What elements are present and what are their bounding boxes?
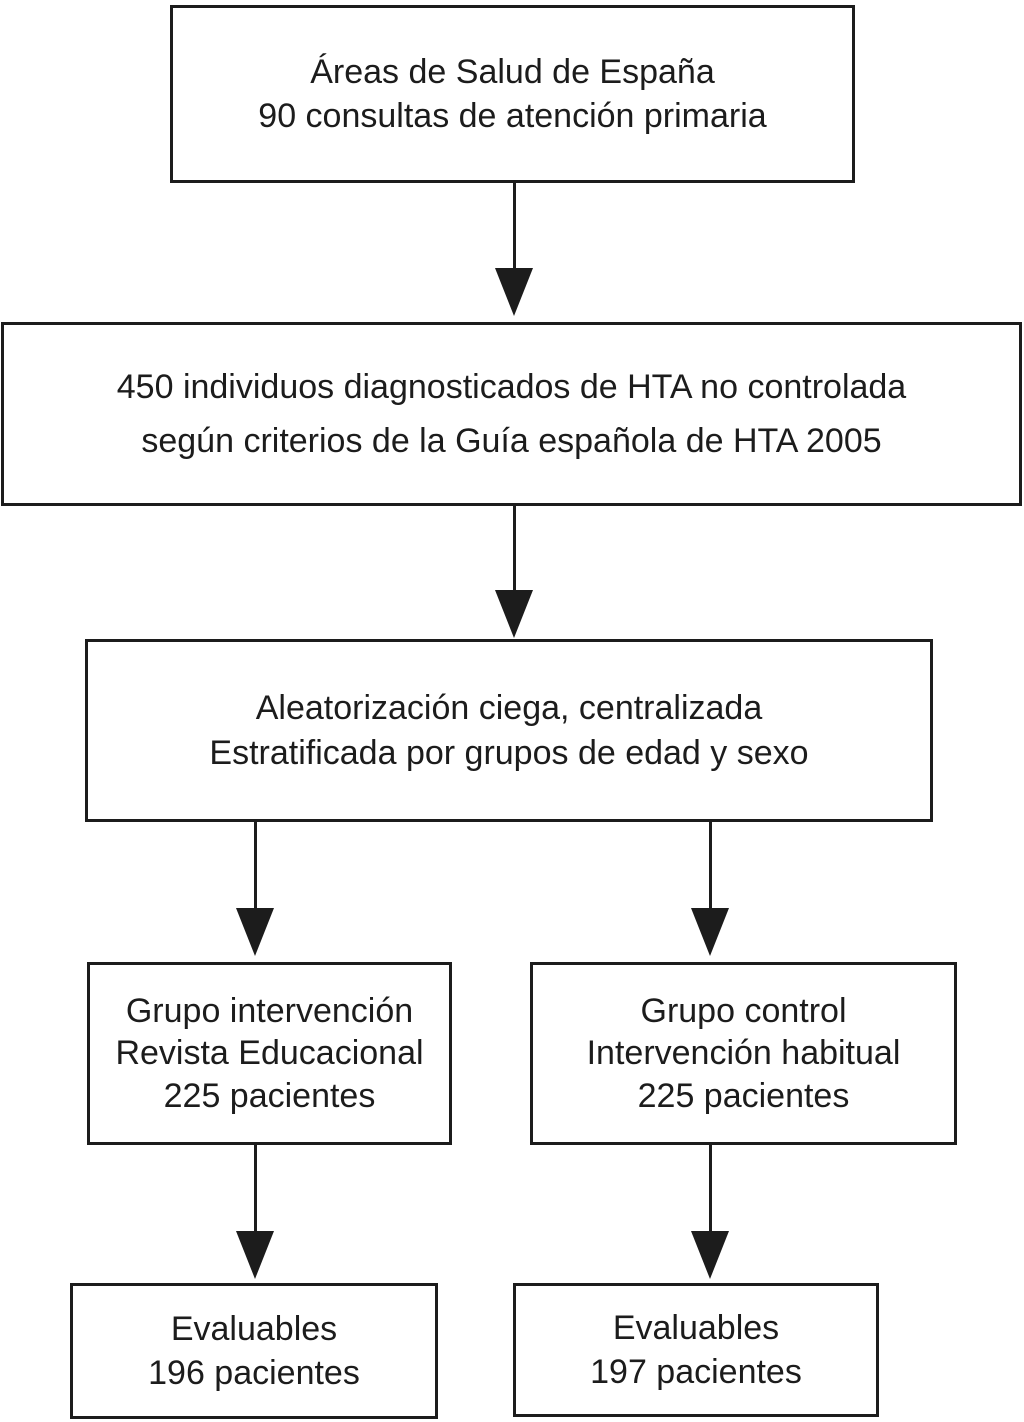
arrow-grupo-control-to-evaluables — [691, 1145, 729, 1279]
node-text-line: 90 consultas de atención primaria — [258, 97, 767, 135]
node-aleatorizacion: Aleatorización ciega, centralizada Estra… — [85, 639, 933, 822]
arrow-shaft — [512, 183, 516, 268]
arrow-aleatorizacion-to-grupo-intervencion — [236, 822, 274, 956]
node-text-line: 196 pacientes — [148, 1354, 360, 1392]
node-text-line: Evaluables — [170, 1309, 338, 1348]
node-grupo-control: Grupo control Intervención habitual 225 … — [530, 962, 957, 1145]
node-text-line: 450 individuos diagnosticados de HTA no … — [116, 367, 907, 406]
node-evaluables-intervencion: Evaluables 196 pacientes — [70, 1283, 438, 1419]
node-areas-de-salud: Áreas de Salud de España 90 consultas de… — [170, 5, 855, 183]
node-text-line: Aleatorización ciega, centralizada — [255, 689, 763, 728]
node-evaluables-control: Evaluables 197 pacientes — [513, 1283, 879, 1417]
arrowhead-down-icon — [236, 908, 274, 956]
arrow-aleatorizacion-to-grupo-control — [691, 822, 729, 956]
arrowhead-down-icon — [691, 1231, 729, 1279]
node-text-line: Estratificada por grupos de edad y sexo — [209, 733, 809, 772]
node-text-line: Intervención habitual — [586, 1034, 901, 1073]
arrowhead-down-icon — [495, 268, 533, 316]
node-text-line: según criterios de la Guía española de H… — [141, 422, 882, 460]
node-text-line: 225 pacientes — [637, 1076, 850, 1115]
arrow-shaft — [253, 1145, 257, 1231]
arrow-grupo-intervencion-to-evaluables — [236, 1145, 274, 1279]
node-450-individuos: 450 individuos diagnosticados de HTA no … — [1, 322, 1022, 506]
arrow-shaft — [253, 822, 257, 908]
node-text-line: Evaluables — [612, 1308, 780, 1347]
arrow-shaft — [708, 822, 712, 908]
arrowhead-down-icon — [495, 590, 533, 638]
node-text-line: Grupo intervención — [125, 992, 414, 1031]
node-text-line: Grupo control — [640, 992, 847, 1031]
node-text-line: 225 pacientes — [163, 1076, 376, 1115]
arrow-shaft — [512, 506, 516, 590]
node-text-line: Revista Educacional — [115, 1034, 424, 1073]
arrowhead-down-icon — [691, 908, 729, 956]
node-text-line: 197 pacientes — [590, 1353, 802, 1391]
arrow-areas-to-individuos — [495, 183, 533, 316]
arrowhead-down-icon — [236, 1231, 274, 1279]
node-grupo-intervencion: Grupo intervención Revista Educacional 2… — [87, 962, 452, 1145]
node-text-line: Áreas de Salud de España — [310, 52, 715, 91]
arrow-shaft — [708, 1145, 712, 1231]
arrow-individuos-to-aleatorizacion — [495, 506, 533, 638]
